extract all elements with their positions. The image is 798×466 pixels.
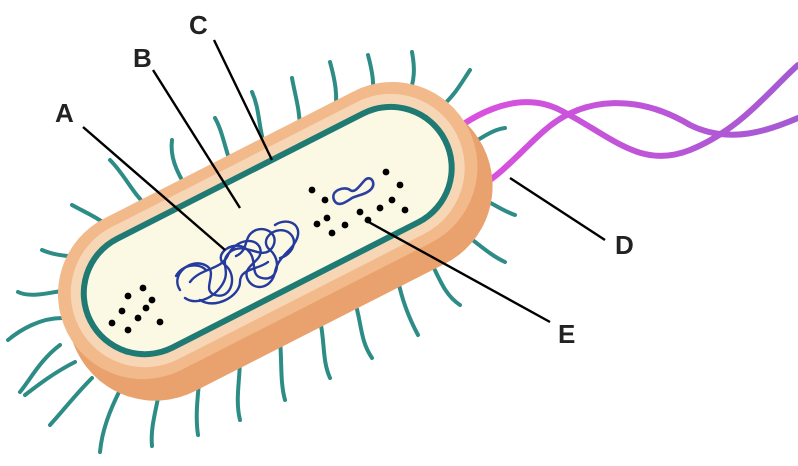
label-a: A [55, 98, 74, 128]
leader-line-d [510, 178, 605, 240]
label-c: C [189, 10, 208, 40]
label-e: E [558, 319, 575, 349]
label-d: D [615, 230, 634, 260]
label-b: B [133, 43, 152, 73]
